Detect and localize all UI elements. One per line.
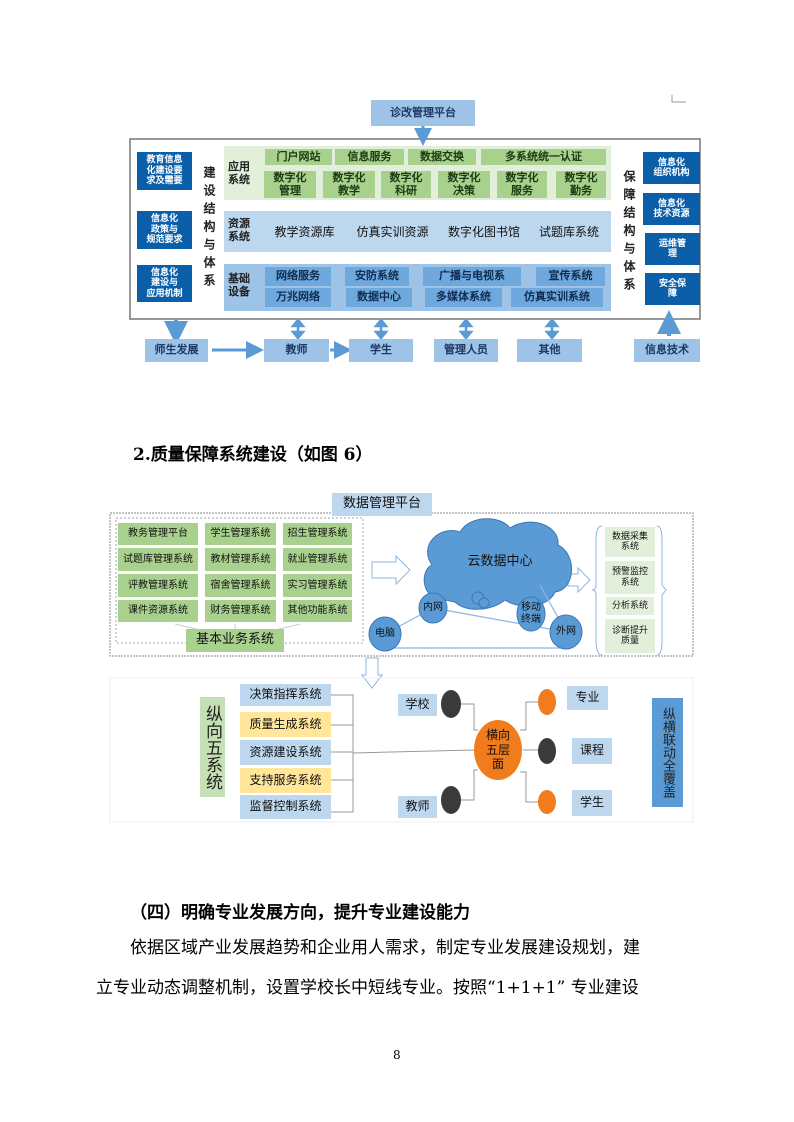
- system-box: 就业管理系统: [283, 548, 352, 571]
- left-box: 信息化 建设与 应用机制: [137, 265, 192, 302]
- app-item: 数字化 服务: [497, 171, 547, 198]
- system-box: 实习管理系统: [283, 574, 352, 597]
- hollow-down-arrow: [360, 657, 384, 689]
- system-box: 质量生成系统: [240, 712, 331, 737]
- app-item: 数据交换: [408, 149, 476, 165]
- node-label: 内网: [423, 602, 443, 613]
- left-box: 信息化 政策与 规范要求: [137, 211, 192, 249]
- basic-systems-box: 基本业务系统: [186, 629, 284, 652]
- resource-item: 试题库系统: [531, 224, 607, 242]
- app-item: 信息服务: [335, 149, 404, 165]
- app-item: 数字化 管理: [264, 171, 316, 198]
- base-item: 宣传系统: [536, 267, 605, 286]
- system-box: 试题库管理系统: [118, 548, 198, 571]
- system-box: 教材管理系统: [205, 548, 276, 571]
- right-box: 运维管 理: [645, 233, 700, 265]
- node-box: 专业: [567, 686, 608, 710]
- base-label: 基础 设备: [228, 272, 250, 299]
- base-item: 广播与电视系: [423, 267, 521, 286]
- right-system-box: 数据采集 系统: [605, 527, 655, 557]
- system-box: 财务管理系统: [205, 600, 276, 622]
- node-label: 外网: [556, 626, 576, 637]
- base-item: 多媒体系统: [425, 288, 502, 307]
- left-box: 教育信息 化建设要 求及需要: [137, 152, 192, 190]
- resource-item: 数字化图书馆: [440, 224, 528, 242]
- bottom-box: 其他: [517, 339, 582, 362]
- right-box: 信息化 组织机构: [643, 152, 700, 184]
- system-box: 支持服务系统: [240, 768, 331, 793]
- app-label: 应用 系统: [228, 160, 250, 187]
- base-item: 数据中心: [346, 288, 412, 307]
- node-box: 学校: [398, 694, 437, 716]
- hollow-arrow: [567, 566, 591, 594]
- page-number: 8: [393, 1048, 401, 1062]
- bottom-box: 学生: [349, 339, 413, 362]
- center-node-label: 横向 五层 面: [485, 728, 510, 772]
- resource-item: 仿真实训资源: [348, 224, 437, 242]
- right-box: 信息化 技术资源: [643, 193, 700, 225]
- bracket-lines: [331, 694, 540, 813]
- bracket: [591, 525, 603, 656]
- paragraph-line: 立专业动态调整机制，设置学校长中短线专业。按照“1+1+1” 专业建设: [96, 978, 639, 998]
- diagram3-frame: [109, 677, 694, 823]
- node-label: 电脑: [375, 628, 395, 639]
- platform-box: 诊改管理平台: [371, 100, 475, 126]
- paragraph-line: 依据区域产业发展趋势和企业用人需求，制定专业发展建设规划，建: [130, 938, 640, 958]
- system-box: 监督控制系统: [240, 795, 331, 819]
- cloud-label: 云数据中心: [467, 554, 533, 570]
- resource-label: 资源 系统: [228, 217, 250, 244]
- left-vertical-label: 建设结构与体系: [202, 166, 216, 292]
- base-item: 仿真实训系统: [511, 288, 603, 307]
- system-box: 宿舍管理系统: [205, 574, 276, 597]
- app-item: 数字化 科研: [381, 171, 431, 198]
- basic-systems-frame: [115, 517, 364, 644]
- double-arrows: [290, 318, 560, 340]
- system-box: 教务管理平台: [118, 523, 198, 545]
- node-box: 教师: [398, 796, 437, 818]
- app-item: 数字化 决策: [438, 171, 490, 198]
- base-item: 安防系统: [345, 267, 409, 286]
- bottom-box: 信息技术: [634, 339, 700, 362]
- system-box: 学生管理系统: [205, 523, 276, 545]
- network-nodes: [368, 592, 583, 652]
- app-item: 数字化 勤务: [556, 171, 606, 198]
- system-box: 其他功能系统: [283, 600, 352, 622]
- section-heading: 2.质量保障系统建设（如图 6）: [133, 445, 373, 465]
- right-system-box: 分析系统: [606, 597, 654, 615]
- base-item: 网络服务: [265, 267, 331, 286]
- node-box: 学生: [572, 790, 612, 816]
- node-box: 课程: [572, 738, 612, 764]
- right-system-box: 诊断提升 质量: [605, 619, 655, 653]
- system-box: 评教管理系统: [118, 574, 198, 597]
- resource-item: 教学资源库: [265, 224, 344, 242]
- corner-mark: [671, 95, 686, 103]
- system-box: 决策指挥系统: [240, 684, 331, 706]
- app-item: 多系统统一认证: [481, 149, 606, 165]
- right-vertical-label: 保障结构与体系: [622, 170, 636, 296]
- bottom-box: 教师: [264, 339, 329, 362]
- app-item: 门户网站: [265, 149, 332, 165]
- app-item: 数字化 教学: [323, 171, 375, 198]
- vertical-label-box: 纵向五系统: [200, 697, 225, 797]
- cloud-shape: [423, 518, 573, 610]
- bottom-box: 管理人员: [434, 339, 498, 362]
- node-ellipses: [441, 689, 556, 814]
- system-box: 课件资源系统: [118, 600, 198, 622]
- system-box: 招生管理系统: [283, 523, 352, 545]
- base-item: 万兆网络: [265, 288, 331, 307]
- right-label-box: 纵横联动全覆盖: [652, 698, 683, 807]
- platform-box: 数据管理平台: [332, 493, 432, 516]
- right-system-box: 预警监控 系统: [605, 561, 655, 594]
- bottom-box: 师生发展: [145, 339, 208, 362]
- right-box: 安全保 障: [645, 273, 700, 305]
- section-heading: （四）明确专业发展方向，提升专业建设能力: [130, 903, 470, 923]
- hollow-arrow: [371, 554, 411, 586]
- system-box: 资源建设系统: [240, 740, 331, 765]
- node-label: 移动 终端: [521, 602, 541, 625]
